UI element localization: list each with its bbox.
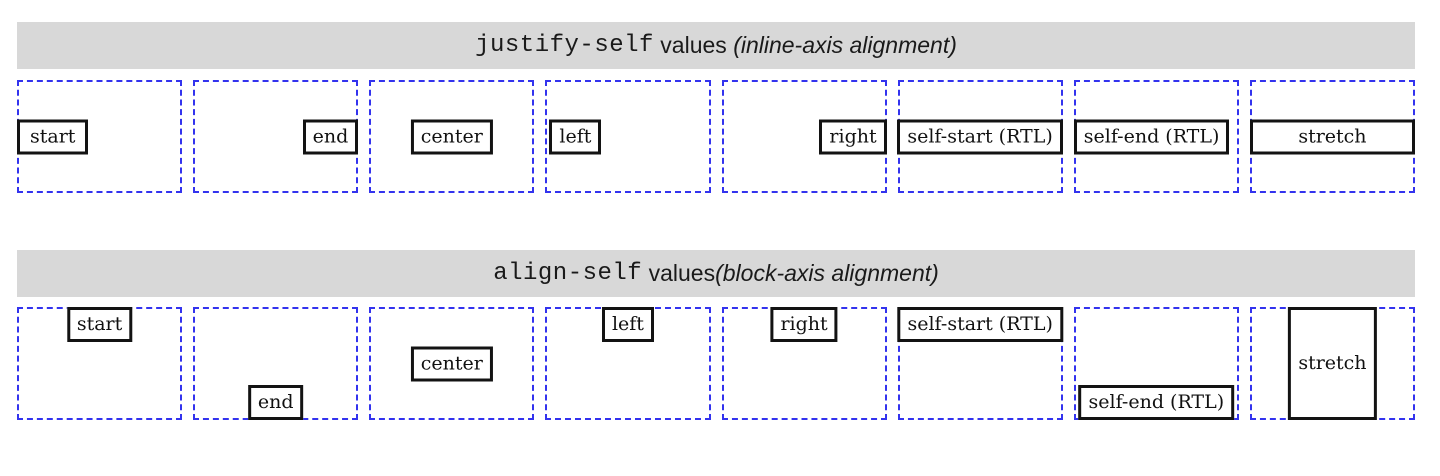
align-item-left: left	[601, 307, 654, 342]
align-self-demo-row: start end center left right self-start (…	[17, 307, 1415, 420]
justify-self-values-text: values	[653, 32, 734, 58]
align-self-section-header: align-self values(block-axis alignment)	[17, 250, 1415, 297]
justify-cell-left: left	[545, 80, 711, 193]
align-item-self-start-rtl: self-start (RTL)	[897, 307, 1063, 342]
align-self-code-text: align-self	[493, 260, 643, 287]
align-item-start: start	[66, 307, 133, 342]
align-cell-center: center	[369, 307, 535, 420]
justify-cell-stretch: stretch	[1249, 80, 1415, 193]
align-cell-start: start	[17, 307, 183, 420]
align-cell-self-start-rtl: self-start (RTL)	[897, 307, 1063, 420]
justify-cell-start: start	[17, 80, 183, 193]
alignment-demo-page: justify-self values (inline-axis alignme…	[17, 0, 1415, 420]
align-cell-end: end	[193, 307, 359, 420]
justify-item-end: end	[302, 119, 359, 154]
align-item-right: right	[770, 307, 838, 342]
justify-item-stretch: stretch	[1249, 119, 1415, 154]
align-cell-stretch: stretch	[1249, 307, 1415, 420]
justify-item-self-end-rtl: self-end (RTL)	[1073, 119, 1230, 154]
justify-cell-self-end-rtl: self-end (RTL)	[1073, 80, 1239, 193]
justify-item-center: center	[410, 119, 493, 154]
justify-cell-right: right	[721, 80, 887, 193]
align-item-center: center	[410, 346, 493, 381]
align-self-axis-note: (block-axis alignment)	[715, 260, 939, 286]
align-item-self-end-rtl: self-end (RTL)	[1078, 385, 1235, 420]
justify-self-demo-row: start end center left right self-start (…	[17, 80, 1415, 193]
align-item-stretch: stretch	[1288, 307, 1377, 420]
justify-item-self-start-rtl: self-start (RTL)	[897, 119, 1063, 154]
justify-cell-self-start-rtl: self-start (RTL)	[897, 80, 1063, 193]
align-item-end: end	[247, 385, 304, 420]
align-self-values-text: values	[642, 260, 716, 286]
align-cell-left: left	[545, 307, 711, 420]
justify-item-right: right	[819, 119, 887, 154]
justify-self-code-text: justify-self	[475, 32, 654, 59]
justify-item-start: start	[17, 119, 89, 154]
justify-cell-end: end	[193, 80, 359, 193]
align-cell-right: right	[721, 307, 887, 420]
justify-self-section-header: justify-self values (inline-axis alignme…	[17, 22, 1415, 69]
justify-self-axis-note: (inline-axis alignment)	[733, 32, 957, 58]
justify-cell-center: center	[369, 80, 535, 193]
align-cell-self-end-rtl: self-end (RTL)	[1073, 307, 1239, 420]
justify-item-left: left	[549, 119, 602, 154]
